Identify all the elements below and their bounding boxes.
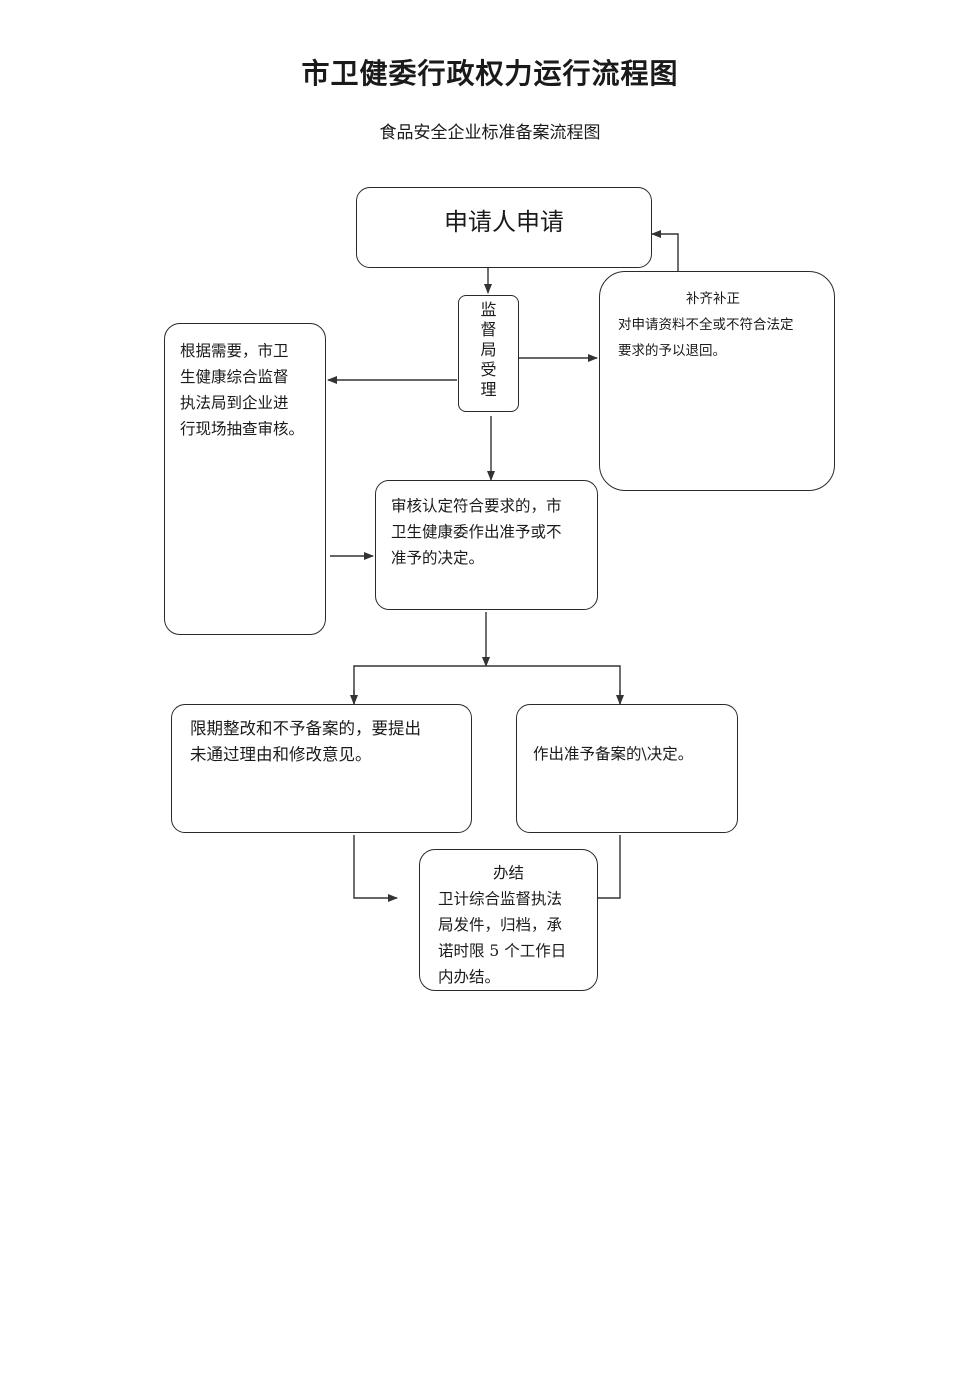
accept-char: 监: [480, 300, 497, 319]
inspect-line: 生健康综合监督: [180, 368, 289, 386]
node-rectify-body: 限期整改和不予备案的，要提出 未通过理由和修改意见。: [190, 716, 470, 768]
node-inspect: [164, 323, 326, 635]
inspect-line: 执法局到企业进: [180, 394, 289, 412]
node-decide-body: 审核认定符合要求的，市 卫生健康委作出准予或不 准予的决定。: [391, 493, 591, 571]
accept-char: 理: [480, 380, 497, 399]
node-approve-label: 作出准予备案的\决定。: [533, 745, 694, 763]
accept-char: 督: [480, 320, 497, 339]
node-apply-label: 申请人申请: [444, 208, 564, 236]
finish-line: 局发件，归档，承: [438, 916, 563, 934]
rectify-line: 未通过理由和修改意见。: [190, 745, 372, 764]
decide-line: 准予的决定。: [391, 549, 485, 567]
node-rectify: [171, 704, 472, 833]
arrow-rectify-to-finish: [353, 835, 398, 902]
node-apply: [356, 187, 652, 268]
node-supplement: [599, 271, 835, 491]
supplement-line: 对申请资料不全或不符合法定: [618, 317, 794, 333]
accept-char: 受: [480, 360, 497, 379]
inspect-line: 根据需要，市卫: [180, 342, 289, 360]
finish-line: 卫计综合监督执法: [438, 890, 563, 908]
node-decide: [375, 480, 598, 610]
node-supplement-body: 对申请资料不全或不符合法定 要求的予以退回。: [618, 312, 830, 364]
split-line: [353, 665, 621, 704]
node-inspect-body: 根据需要，市卫 生健康综合监督 执法局到企业进 行现场抽查审核。: [180, 338, 320, 442]
page-subtitle: 食品安全企业标准备案流程图: [379, 123, 601, 143]
finish-line: 诺时限 5 个工作日: [438, 942, 567, 960]
decide-line: 卫生健康委作出准予或不: [391, 523, 562, 541]
rectify-line: 限期整改和不予备案的，要提出: [190, 719, 421, 738]
finish-line: 内办结。: [438, 968, 501, 984]
node-finish-body: 卫计综合监督执法 局发件，归档，承 诺时限 5 个工作日 内办结。: [438, 886, 588, 984]
node-accept: [458, 295, 519, 412]
supplement-line: 要求的予以退回。: [618, 343, 726, 359]
line-approve-to-finish: [598, 835, 621, 899]
node-finish-title: 办结: [492, 864, 524, 882]
inspect-line: 行现场抽查审核。: [180, 420, 305, 438]
node-finish: [419, 849, 598, 991]
node-accept-label: 监 督 局 受 理: [458, 300, 519, 400]
page-title: 市卫健委行政权力运行流程图: [301, 57, 679, 90]
accept-char: 局: [480, 340, 497, 359]
node-supplement-title: 补齐补正: [686, 291, 740, 307]
node-approve: [516, 704, 738, 833]
decide-line: 审核认定符合要求的，市: [391, 497, 562, 515]
